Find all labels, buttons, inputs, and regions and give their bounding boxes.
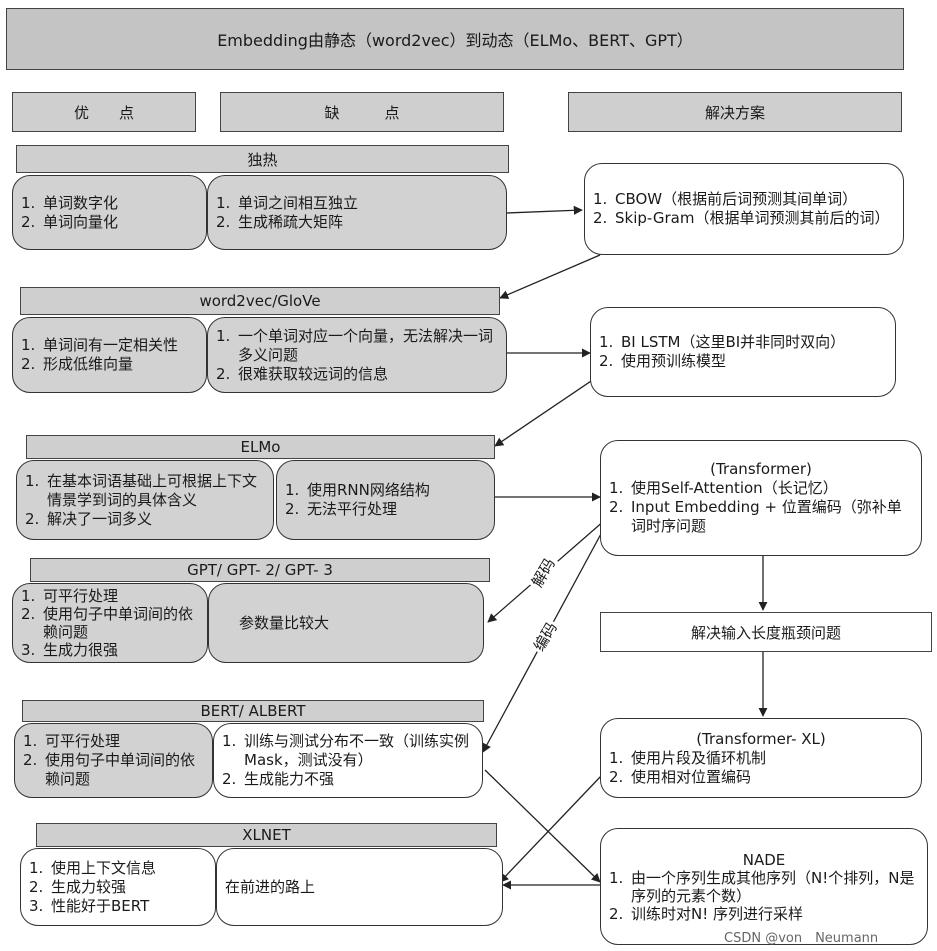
pro-item: 可平行处理: [45, 732, 121, 750]
pro-item: 形成低维向量: [43, 355, 134, 373]
solution-title: NADE: [742, 850, 786, 869]
solution-item: Input Embedding + 位置编码（弥补单词时序问题: [631, 498, 902, 535]
pro-item: 解决了一词多义: [47, 509, 153, 528]
solution-item: 使用相对位置编码: [631, 767, 752, 786]
stage-word2vec-cons: 1.一个单词对应一个向量，无法解决一词多义问题 2.很难获取较远词的信息: [207, 317, 507, 393]
pro-item: 性能好于BERT: [51, 896, 150, 915]
solution-title: (Transformer- XL): [696, 729, 826, 748]
cons-header: 缺 点: [220, 92, 504, 132]
pro-item: 在基本词语基础上可根据上下文情景学到词的具体含义: [47, 471, 258, 509]
arrow-bert-to-nade: [484, 769, 601, 883]
solution-bottleneck: 解决输入长度瓶颈问题: [600, 612, 932, 652]
solution-item: 使用预训练模型: [621, 352, 727, 370]
pro-item: 可平行处理: [43, 587, 119, 605]
solution-item: BI LSTM（这里BI并非同时双向）: [621, 333, 846, 351]
pro-item: 单词向量化: [43, 212, 119, 231]
stage-xlnet-cons: 在前进的路上: [216, 848, 503, 926]
stage-word2vec-pros: 1.单词间有一定相关性 2.形成低维向量: [12, 317, 207, 393]
solution-item: CBOW（根据前后词预测其间单词）: [615, 190, 858, 208]
stage-word2vec-title: word2vec/GloVe: [20, 287, 500, 315]
arrow-onehot-to-cbow: [506, 205, 583, 215]
con-item: 训练与测试分布不一致（训练实例 Mask，测试没有）: [244, 732, 470, 769]
solution-transformer-xl: (Transformer- XL) 1.使用片段及循环机制 2.使用相对位置编码: [600, 718, 922, 798]
arrow-bilstm-to-elmo: [494, 374, 601, 447]
stage-onehot-cons: 1.单词之间相互独立 2.生成稀疏大矩阵: [207, 175, 507, 250]
con-item: 生成能力不强: [244, 770, 335, 788]
pros-header: 优 点: [12, 92, 196, 132]
stage-gpt-pros: 1.可平行处理 2.使用句子中单词间的依赖问题 3.生成力很强: [12, 583, 208, 663]
con-item: 使用RNN网络结构: [307, 481, 430, 499]
pro-item: 使用上下文信息: [51, 858, 157, 877]
pro-item: 使用句子中单词间的依赖问题: [43, 605, 194, 641]
solutions-header: 解决方案: [568, 92, 902, 132]
stage-bert-cons: 1.训练与测试分布不一致（训练实例 Mask，测试没有） 2.生成能力不强: [213, 723, 483, 798]
pro-item: 使用句子中单词间的依赖问题: [45, 751, 196, 788]
solution-item: 由一个序列生成其他序列（N!个排列，N是序列的元素个数）: [631, 868, 915, 905]
con-item: 一个单词对应一个向量，无法解决一词多义问题: [238, 326, 494, 364]
stage-onehot-title: 独热: [16, 145, 509, 173]
stage-elmo-title: ELMo: [26, 435, 495, 459]
solution-nade: NADE 1.由一个序列生成其他序列（N!个排列，N是序列的元素个数） 2.训练…: [600, 828, 928, 945]
solution-title: (Transformer): [710, 460, 812, 478]
pro-item: 生成力较强: [51, 877, 127, 896]
con-text: 在前进的路上: [225, 877, 316, 896]
stage-bert-pros: 1.可平行处理 2.使用句子中单词间的依赖问题: [14, 723, 213, 798]
con-item: 很难获取较远词的信息: [238, 364, 389, 383]
solution-elmo: 1.BI LSTM（这里BI并非同时双向） 2.使用预训练模型: [590, 307, 896, 397]
stage-gpt-cons: 参数量比较大: [208, 583, 484, 663]
stage-xlnet-title: XLNET: [36, 823, 497, 847]
pro-item: 单词数字化: [43, 193, 119, 212]
stage-xlnet-pros: 1.使用上下文信息 2.生成力较强 3.性能好于BERT: [20, 848, 216, 926]
con-item: 单词之间相互独立: [238, 193, 359, 212]
solution-transformer: (Transformer) 1.使用Self-Attention（长记忆） 2.…: [600, 440, 922, 556]
stage-onehot-pros: 1.单词数字化 2.单词向量化: [12, 175, 207, 250]
solution-item: Skip-Gram（根据单词预测其前后的词）: [615, 209, 890, 227]
solution-word2vec: 1.CBOW（根据前后词预测其间单词） 2.Skip-Gram（根据单词预测其前…: [584, 163, 904, 255]
arrow-cbow-to-word2vec: [499, 254, 601, 299]
solution-item: 使用Self-Attention（长记忆）: [631, 479, 838, 497]
page-title: Embedding由静态（word2vec）到动态（ELMo、BERT、GPT）: [6, 8, 904, 70]
stage-gpt-title: GPT/ GPT- 2/ GPT- 3: [30, 558, 490, 582]
con-item: 无法平行处理: [307, 500, 398, 518]
solution-item: 使用片段及循环机制: [631, 748, 767, 767]
con-text: 参数量比较大: [239, 613, 330, 632]
pro-item: 单词间有一定相关性: [43, 336, 179, 354]
stage-elmo-pros: 1.在基本词语基础上可根据上下文情景学到词的具体含义 2.解决了一词多义: [16, 460, 274, 540]
stage-elmo-cons: 1.使用RNN网络结构 2.无法平行处理: [276, 460, 495, 540]
stage-bert-title: BERT/ ALBERT: [22, 700, 484, 722]
credit-text: CSDN @von Neumann: [724, 931, 879, 946]
con-item: 生成稀疏大矩阵: [238, 212, 344, 231]
arrow-transformerxl-to-xlnet: [499, 774, 603, 883]
pro-item: 生成力很强: [43, 641, 119, 659]
solution-item: 训练时对N! 序列进行采样: [631, 904, 804, 923]
